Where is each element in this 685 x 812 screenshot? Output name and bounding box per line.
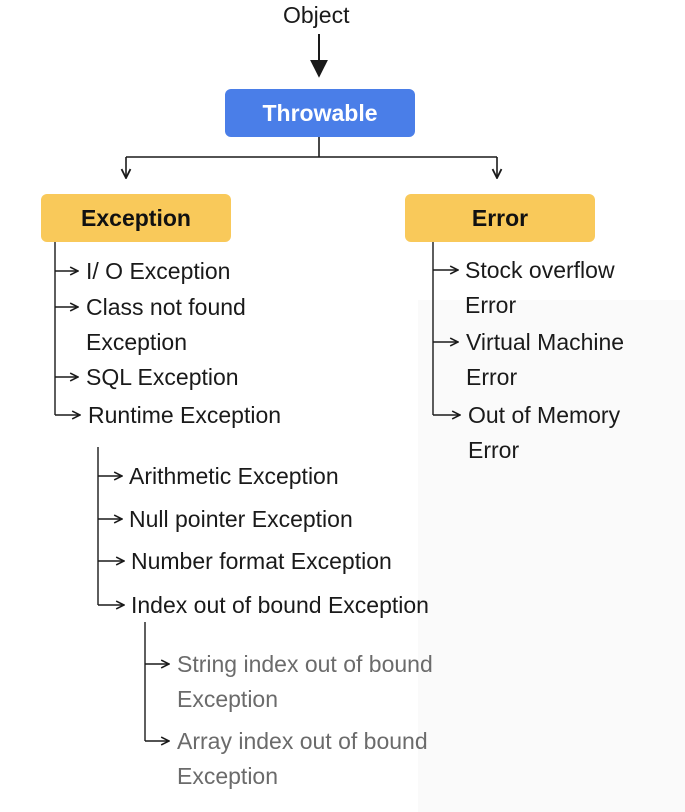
- string-index-exception-label: String index out of bound: [177, 651, 433, 677]
- stack-overflow-error-label: Stock overflow: [465, 257, 615, 283]
- out-of-memory-error-label: Out of Memory: [468, 402, 621, 428]
- index-out-of-bound-exception-label: Index out of bound Exception: [131, 592, 429, 618]
- virtual-machine-error-label: Virtual Machine: [466, 329, 625, 355]
- error-node: Error: [405, 194, 595, 242]
- number-format-exception-label: Number format Exception: [131, 548, 392, 574]
- stack-overflow-error-label-line2: Error: [465, 292, 517, 318]
- class-not-found-label-line2: Exception: [86, 329, 188, 355]
- runtime-exception-label: Runtime Exception: [88, 402, 282, 428]
- array-index-exception-label-line2: Exception: [177, 763, 279, 789]
- string-index-exception-label-line2: Exception: [177, 686, 279, 712]
- exception-node: Exception: [41, 194, 231, 242]
- io-exception-label: I/ O Exception: [86, 258, 231, 284]
- sql-exception-label: SQL Exception: [86, 364, 239, 390]
- class-not-found-label: Class not found: [86, 294, 246, 320]
- out-of-memory-error-label-line2: Error: [468, 437, 520, 463]
- null-pointer-exception-label: Null pointer Exception: [129, 506, 353, 532]
- array-index-exception-label: Array index out of bound: [177, 728, 428, 754]
- throwable-node: Throwable: [225, 89, 415, 137]
- object-node: Object: [283, 2, 350, 28]
- virtual-machine-error-label-line2: Error: [466, 364, 518, 390]
- background-shade: [418, 300, 685, 812]
- arithmetic-exception-label: Arithmetic Exception: [129, 463, 339, 489]
